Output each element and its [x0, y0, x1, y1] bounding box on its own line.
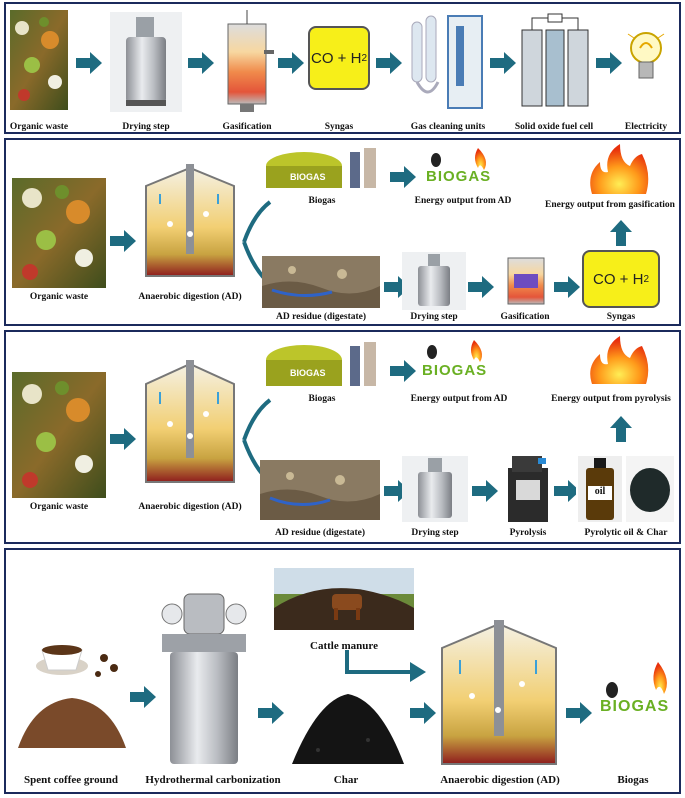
label-sofc: Solid oxide fuel cell — [514, 122, 594, 132]
arrow-icon — [130, 686, 156, 708]
label-oil-char: Pyrolytic oil & Char — [584, 528, 668, 538]
arrow-icon — [410, 702, 436, 724]
dryer-image — [110, 12, 182, 112]
label-energy-gasification: Energy output from gasification — [545, 200, 675, 210]
arrow-up-icon — [610, 220, 632, 246]
label-residue: AD residue (digestate) — [274, 528, 366, 538]
syngas-formula: CO + H — [593, 270, 644, 288]
organic-waste-image — [10, 10, 68, 110]
fire-icon — [586, 144, 652, 196]
label-drying: Drying step — [411, 528, 459, 538]
label-ad: Anaerobic digestion (AD) — [138, 502, 242, 512]
oil-bottle-image: oil — [578, 456, 622, 522]
biogas-logo-image: BIOGAS — [420, 338, 498, 384]
biogas-tank-image: BIOGAS — [264, 146, 384, 192]
arrow-icon — [188, 52, 214, 74]
pyrolysis-reactor-image — [502, 452, 554, 524]
label-coffee: Spent coffee ground — [24, 774, 118, 786]
dryer-image — [402, 456, 468, 522]
arrow-icon — [278, 52, 304, 74]
coffee-image — [14, 630, 130, 754]
arrow-icon — [554, 480, 576, 502]
char-pile-image — [288, 680, 408, 770]
syngas-formula: CO + H — [311, 49, 362, 67]
label-organic-waste: Organic waste — [29, 502, 89, 512]
label-gas-cleaning: Gas cleaning units — [410, 122, 486, 132]
label-pyrolysis: Pyrolysis — [509, 528, 547, 538]
panel-htc-ad: BIOGAS Spent coffee ground Hydrothermal … — [4, 548, 681, 794]
arrow-icon — [258, 702, 284, 724]
label-drying: Drying step — [410, 312, 458, 322]
biogas-logo-text: BIOGAS — [426, 168, 492, 185]
panel-ad-pyrolysis: BIOGAS BIOGAS oil — [4, 330, 681, 544]
label-energy-ad: Energy output from AD — [414, 196, 512, 206]
fire-icon — [586, 336, 652, 386]
digestate-image — [260, 460, 380, 520]
label-syngas: Syngas — [606, 312, 636, 322]
label-char: Char — [333, 774, 359, 786]
label-residue: AD residue (digestate) — [275, 312, 367, 322]
arrow-icon — [110, 428, 136, 450]
biogas-tank-image: BIOGAS — [264, 338, 384, 390]
arrow-icon — [390, 166, 416, 188]
label-ad: Anaerobic digestion (AD) — [138, 292, 242, 302]
label-biogas: Biogas — [308, 196, 336, 206]
gasifier-image — [500, 252, 552, 310]
arrow-icon — [390, 360, 416, 382]
arrow-up-icon — [610, 416, 632, 442]
arrow-icon — [468, 276, 494, 298]
syngas-subscript: 2 — [643, 273, 649, 285]
gasifier-image — [218, 10, 276, 114]
biogas-logo-image: BIOGAS — [424, 146, 502, 188]
arrow-icon — [376, 52, 402, 74]
label-cattle: Cattle manure — [310, 640, 378, 652]
label-electricity: Electricity — [624, 122, 668, 132]
fuel-cell-diagram — [518, 12, 594, 110]
arrow-icon — [554, 276, 580, 298]
organic-waste-image — [12, 372, 106, 498]
biogas-logo-image: BIOGAS — [598, 658, 678, 722]
arrow-icon — [76, 52, 102, 74]
digestate-image — [262, 256, 380, 308]
biogas-logo-text: BIOGAS — [422, 362, 488, 379]
digester-diagram — [140, 164, 240, 284]
biogas-logo-text: BIOGAS — [600, 698, 670, 715]
digester-diagram — [140, 360, 240, 490]
arrow-icon — [566, 702, 592, 724]
label-gasification: Gasification — [500, 312, 550, 322]
tank-text: BIOGAS — [290, 172, 326, 182]
bent-arrow — [345, 650, 426, 682]
oil-label: oil — [594, 486, 606, 497]
htc-reactor-image — [154, 590, 254, 770]
lightbulb-icon — [626, 24, 666, 100]
arrow-icon — [490, 52, 516, 74]
digester-diagram — [436, 620, 562, 772]
label-ad: Anaerobic digestion (AD) — [440, 774, 560, 786]
label-drying: Drying step — [122, 122, 170, 132]
label-syngas: Syngas — [324, 122, 354, 132]
organic-waste-image — [12, 178, 106, 288]
label-organic-waste: Organic waste — [29, 292, 89, 302]
label-energy-ad: Energy output from AD — [410, 394, 508, 404]
char-image — [626, 456, 674, 522]
tank-text: BIOGAS — [290, 368, 326, 378]
label-biogas: Biogas — [617, 774, 649, 786]
label-gasification: Gasification — [222, 122, 272, 132]
arrow-icon — [596, 52, 622, 74]
arrow-icon — [110, 230, 136, 252]
label-htc: Hydrothermal carbonization — [145, 774, 281, 786]
arrow-icon — [472, 480, 498, 502]
label-organic-waste: Organic waste — [9, 122, 69, 132]
syngas-subscript: 2 — [361, 52, 367, 64]
gas-cleaning-image — [408, 12, 486, 112]
cattle-manure-image — [274, 568, 414, 630]
dryer-image — [402, 252, 466, 310]
label-biogas: Biogas — [308, 394, 336, 404]
label-energy-pyrolysis: Energy output from pyrolysis — [551, 394, 671, 404]
